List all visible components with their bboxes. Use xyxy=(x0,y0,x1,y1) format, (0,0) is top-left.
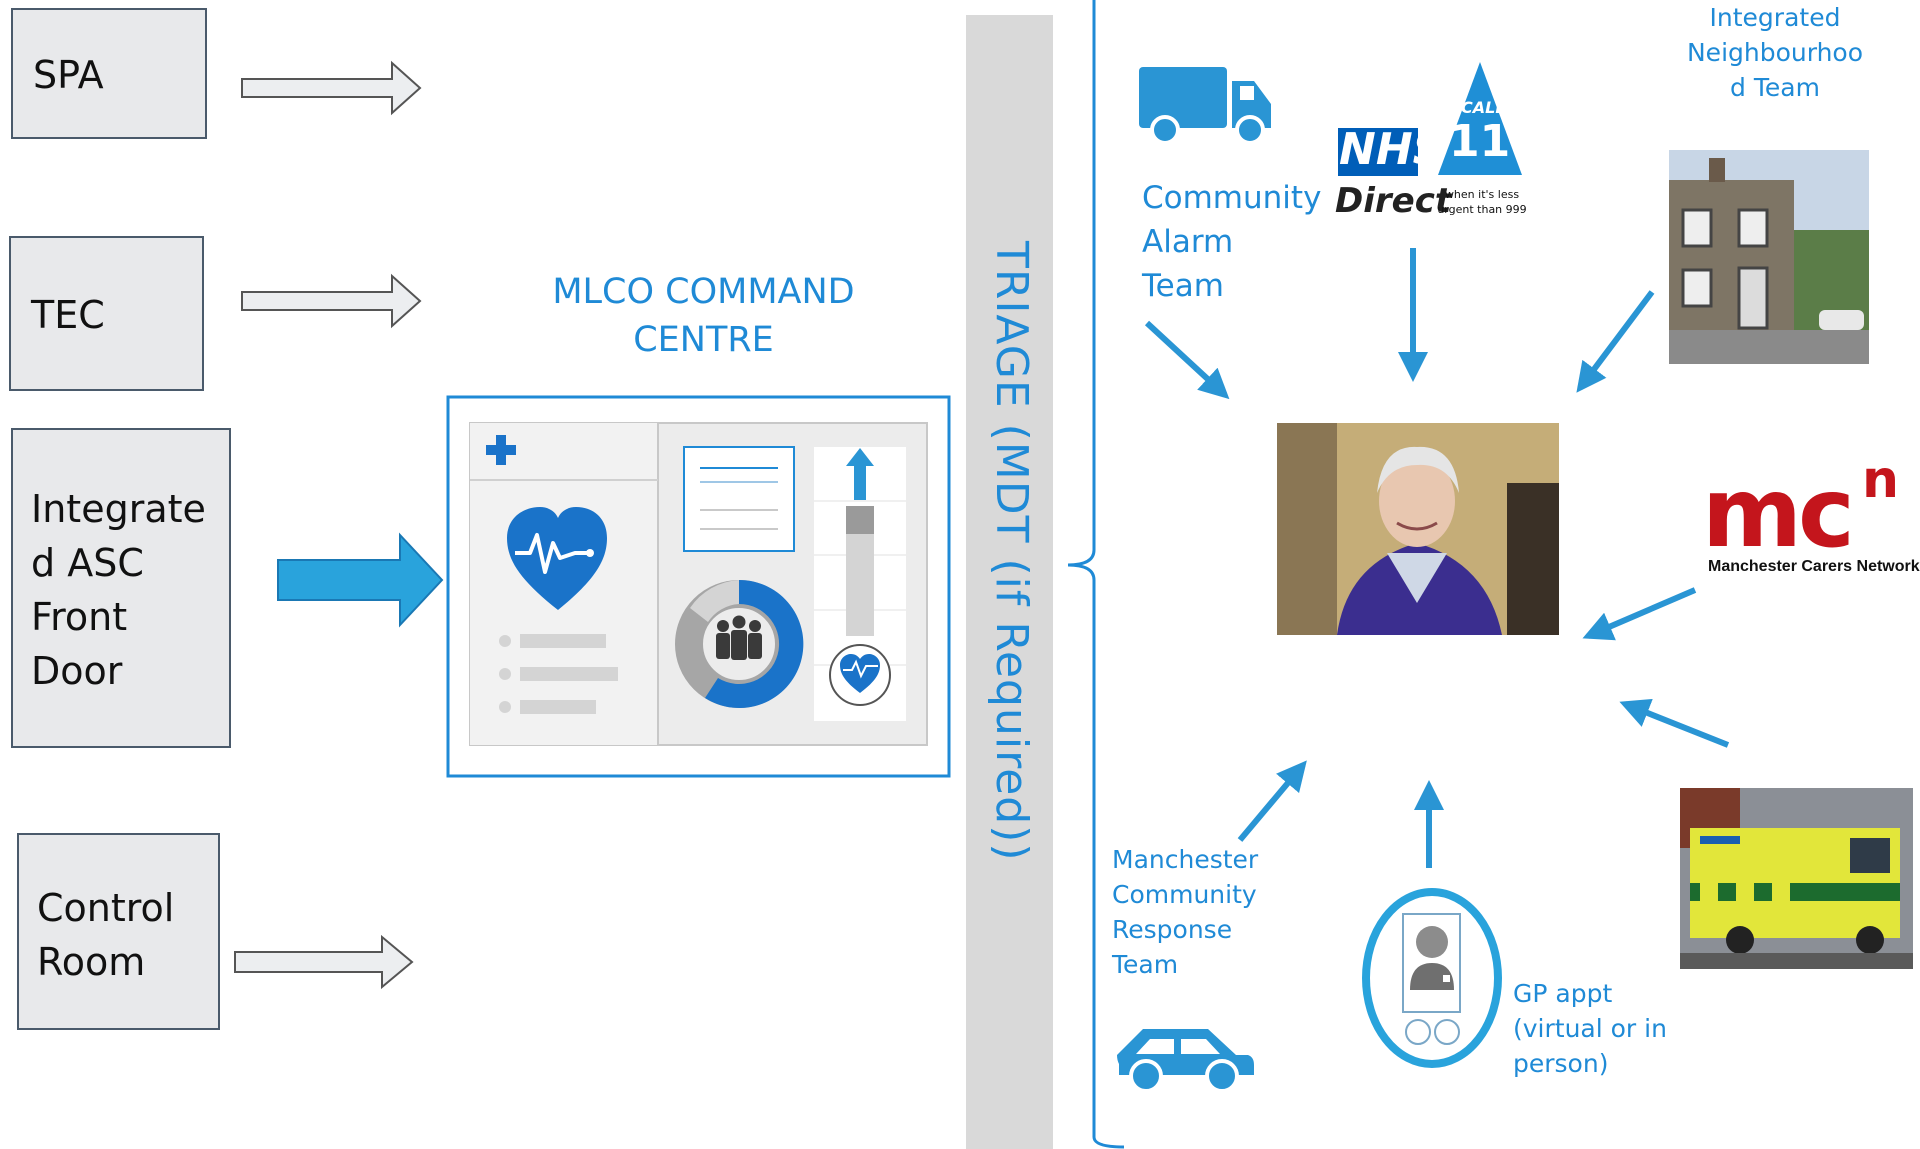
control-room-arrow xyxy=(234,934,414,990)
control-room-box: Control Room xyxy=(17,833,220,1030)
command-centre-title: MLCO COMMAND CENTRE xyxy=(520,268,887,364)
nhs-logo xyxy=(1338,128,1418,176)
document-icon xyxy=(683,446,795,552)
call-111-triangle-icon xyxy=(1438,62,1522,175)
car-icon xyxy=(1117,1029,1254,1093)
nhs-direct-text: Direct xyxy=(1335,181,1452,221)
neighbourhood-to-person-arrow xyxy=(1576,290,1655,393)
triage-label: TRIAGE (MDT (if Required)) xyxy=(986,241,1037,862)
gp-appt-label: GP appt (virtual or in person) xyxy=(1513,979,1667,1078)
carers-to-person-arrow xyxy=(1582,587,1697,641)
spa-label: SPA xyxy=(33,53,104,97)
tec-box: TEC xyxy=(9,236,204,391)
command-centre-title-line1: MLCO COMMAND xyxy=(552,272,855,312)
community-alarm-team-label: Community Alarm Team xyxy=(1142,180,1322,304)
doctor-icon xyxy=(1410,926,1454,990)
mcn-name: Manchester Carers Network xyxy=(1708,558,1920,575)
command-centre-title-line2: CENTRE xyxy=(633,320,774,360)
older-woman-photo xyxy=(1277,423,1559,635)
mcn-logo-superscript: n xyxy=(1862,450,1900,510)
phone-chat-icon xyxy=(1405,1019,1460,1045)
spa-arrow xyxy=(241,60,422,116)
call-subtext: when it's less urgent than 999 xyxy=(1437,188,1527,216)
triage-bar xyxy=(966,15,1053,1149)
truck-icon xyxy=(1139,67,1271,145)
alarm-to-person-arrow xyxy=(1144,320,1230,400)
response-to-person-arrow xyxy=(1237,760,1307,842)
spa-box: SPA xyxy=(11,8,207,139)
donut-chart-icon xyxy=(705,579,804,708)
up-arrow-icon xyxy=(846,448,874,500)
medical-cross-icon xyxy=(486,435,516,465)
nhs-logo-text: NHS xyxy=(1339,124,1445,175)
triage-brace xyxy=(1067,0,1125,1149)
mcn-logo: mc n Manchester Carers Network xyxy=(1700,450,1920,593)
people-icon xyxy=(716,615,762,660)
integrated-asc-front-door-box: Integrate d ASC Front Door xyxy=(11,428,231,748)
manchester-community-response-team-label: Manchester Community Response Team xyxy=(1112,845,1259,979)
ambulance-photo xyxy=(1680,788,1913,969)
call-number: 111 xyxy=(1449,116,1541,167)
tec-label: TEC xyxy=(31,293,105,337)
house-photo xyxy=(1669,150,1869,364)
tec-arrow xyxy=(241,273,422,329)
call-text: CALL xyxy=(1461,98,1506,117)
asc-arrow xyxy=(277,532,444,628)
mcn-logo-text: mc xyxy=(1702,457,1855,569)
control-room-label: Control Room xyxy=(37,886,175,984)
integrated-asc-label: Integrate d ASC Front Door xyxy=(31,487,206,693)
ambulance-to-person-arrow xyxy=(1619,698,1730,748)
integrated-neighbourhood-team-label: Integrated Neighbourhoo d Team xyxy=(1686,3,1864,102)
heart-icon xyxy=(507,507,607,610)
